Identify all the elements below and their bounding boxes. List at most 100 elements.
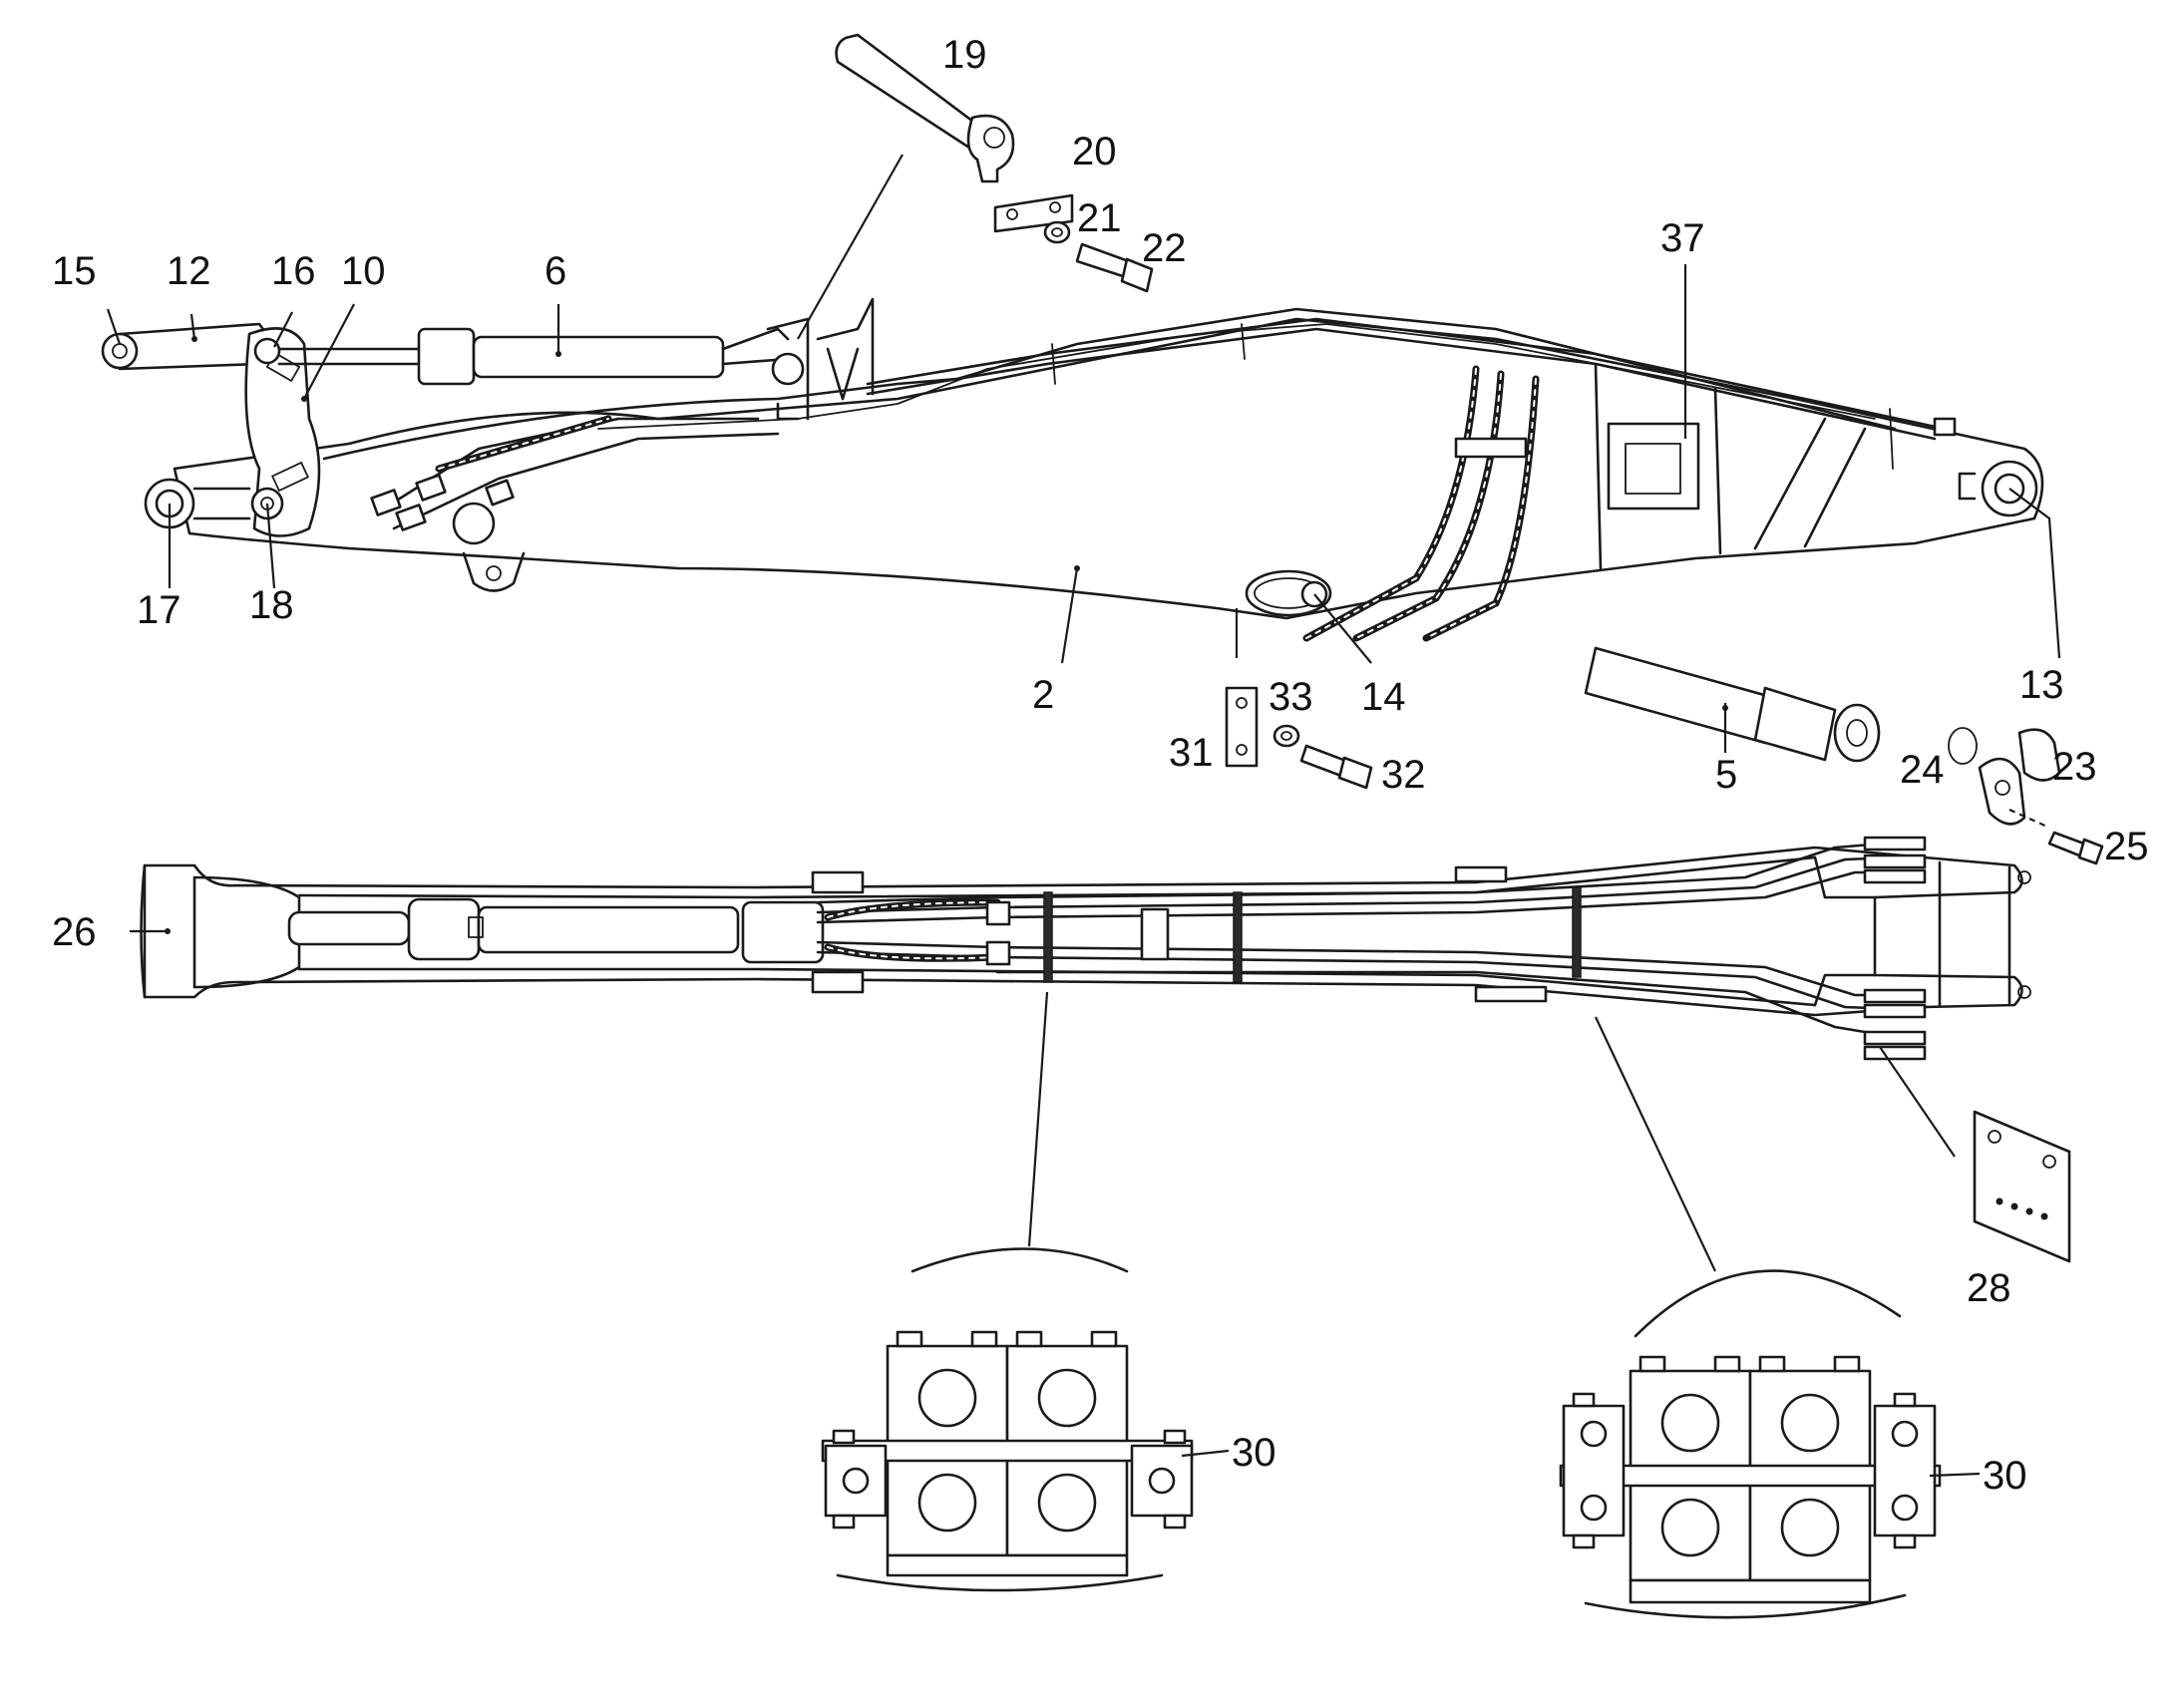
plate-31 — [1225, 686, 1259, 768]
pivot-fitting-2 — [395, 504, 427, 531]
bracket-block-inner — [1625, 443, 1681, 495]
arm-nose-fork — [192, 487, 251, 520]
plan-bracket-top — [1454, 865, 1508, 883]
cylinder-5-group — [1584, 646, 1881, 763]
callout-30-right: 30 — [1983, 1454, 2027, 1498]
plan-end-fitting-3 — [1863, 868, 1927, 884]
callout-5: 5 — [1715, 753, 1737, 797]
detail-left-arc-bottom — [836, 1573, 1164, 1592]
clamp-detail-right — [1559, 1016, 1981, 1619]
callout-18: 18 — [249, 583, 294, 627]
bolt-25-head — [2077, 838, 2104, 865]
washer-33 — [1272, 724, 1300, 748]
half-flange-24 — [1978, 757, 2026, 826]
plan-nose-curve — [192, 875, 301, 989]
plan-cylinder-base — [741, 900, 825, 964]
arm-web-panel-2 — [1713, 387, 1722, 555]
arm-lower-lug — [462, 551, 526, 592]
plan-end-fitting-4 — [1863, 988, 1927, 1004]
pin-16 — [253, 337, 281, 365]
callout-leaders — [106, 264, 2061, 934]
plan-hose-a — [816, 841, 1897, 904]
hardware-24-23-25 — [1948, 727, 2104, 865]
pivot-boss — [452, 502, 496, 545]
arm-lower-lug-hole — [486, 565, 502, 581]
plan-end-fitting-7 — [1863, 1045, 1927, 1061]
bolt-32-head — [1337, 756, 1373, 790]
link-end-eye — [101, 332, 139, 370]
pivot-hose-2 — [392, 432, 780, 530]
arm-end-clip — [1958, 472, 1977, 501]
arm-hose-clamp-1 — [1051, 343, 1056, 385]
plan-clamp-2 — [1233, 891, 1243, 983]
cylinder-5-eye — [1833, 703, 1881, 763]
arm-hose-clamp-2 — [1241, 323, 1246, 360]
hose-clamp-block — [1454, 437, 1528, 459]
cylinder-mount-fork — [826, 347, 860, 401]
clamp-detail-left — [821, 991, 1230, 1592]
plan-cylinder-mount-bottom — [811, 970, 865, 994]
callout-31: 31 — [1169, 731, 1214, 775]
arm-web-panel-3 — [1753, 417, 1827, 550]
callout-33: 33 — [1269, 675, 1313, 719]
bucket-link — [244, 327, 321, 537]
plate-28 — [1973, 1110, 2071, 1263]
arm-top-rail — [322, 307, 1897, 461]
plan-end-fitting-5 — [1863, 1003, 1927, 1019]
bolt-22-head — [1120, 257, 1154, 293]
detail-right-arc-top — [1634, 1269, 1902, 1338]
pivot-fitting-3 — [415, 474, 447, 502]
arm-hose-top-1 — [866, 317, 1947, 431]
callout-30-left: 30 — [1232, 1431, 1276, 1475]
arm-side-view — [101, 297, 2044, 642]
plan-end-fitting-6 — [1863, 1030, 1927, 1046]
callout-19: 19 — [942, 33, 987, 77]
callout-26: 26 — [52, 910, 97, 954]
plan-fitting-1 — [985, 900, 1011, 926]
callout-6: 6 — [545, 249, 566, 293]
callout-labels: 15 12 16 10 6 19 20 21 22 37 17 18 2 14 … — [52, 33, 2149, 1498]
plan-hose-c — [816, 870, 1897, 924]
cylinder-mount-pin — [771, 352, 805, 386]
pin-19-group — [797, 33, 1154, 340]
plan-arm-outline — [140, 846, 2023, 1017]
plan-cylinder-rod — [287, 910, 411, 946]
washer-21 — [1043, 220, 1071, 244]
plan-clamp-3 — [1572, 886, 1582, 978]
plan-end-fitting-2 — [1863, 854, 1927, 869]
arm-plan-view — [140, 836, 2031, 1061]
callout-12: 12 — [167, 249, 211, 293]
pin-19-axis — [797, 154, 904, 340]
plan-fork-top — [1813, 855, 1877, 1007]
callout-25: 25 — [2104, 825, 2149, 868]
callout-20: 20 — [1072, 130, 1117, 173]
callout-28: 28 — [1967, 1266, 2011, 1310]
arm-web-panel-4 — [1803, 427, 1867, 548]
callout-21: 21 — [1077, 196, 1122, 240]
plan-clamp-1 — [1043, 891, 1053, 983]
callout-32: 32 — [1381, 753, 1426, 797]
callout-17: 17 — [137, 588, 182, 632]
plan-bracket-bottom — [1474, 985, 1548, 1003]
o-ring-24 — [1948, 727, 1978, 765]
plan-cylinder-mount-top — [811, 870, 865, 894]
plan-cylinder-port — [468, 916, 484, 938]
cylinder-barrel — [472, 335, 725, 379]
callout-14: 14 — [1361, 675, 1406, 719]
plate-28-group — [1879, 1046, 2071, 1263]
arm-hose-top-2 — [866, 327, 1937, 441]
callout-2: 2 — [1032, 673, 1054, 717]
callout-10: 10 — [341, 249, 386, 293]
plan-hose-b — [816, 855, 1897, 914]
pivot-fitting-1 — [370, 489, 402, 516]
callout-23: 23 — [2052, 745, 2097, 789]
arm-web-panel-1 — [1594, 362, 1603, 570]
bucket-link-slot-bottom — [271, 462, 309, 492]
cylinder-mount-frame — [766, 297, 875, 421]
cylinder-5-gland — [1753, 686, 1837, 762]
cylinder-mount-clip — [776, 402, 800, 421]
plan-cylinder-barrel — [477, 905, 740, 954]
callout-24: 24 — [1900, 748, 1945, 792]
callout-15: 15 — [52, 249, 97, 293]
